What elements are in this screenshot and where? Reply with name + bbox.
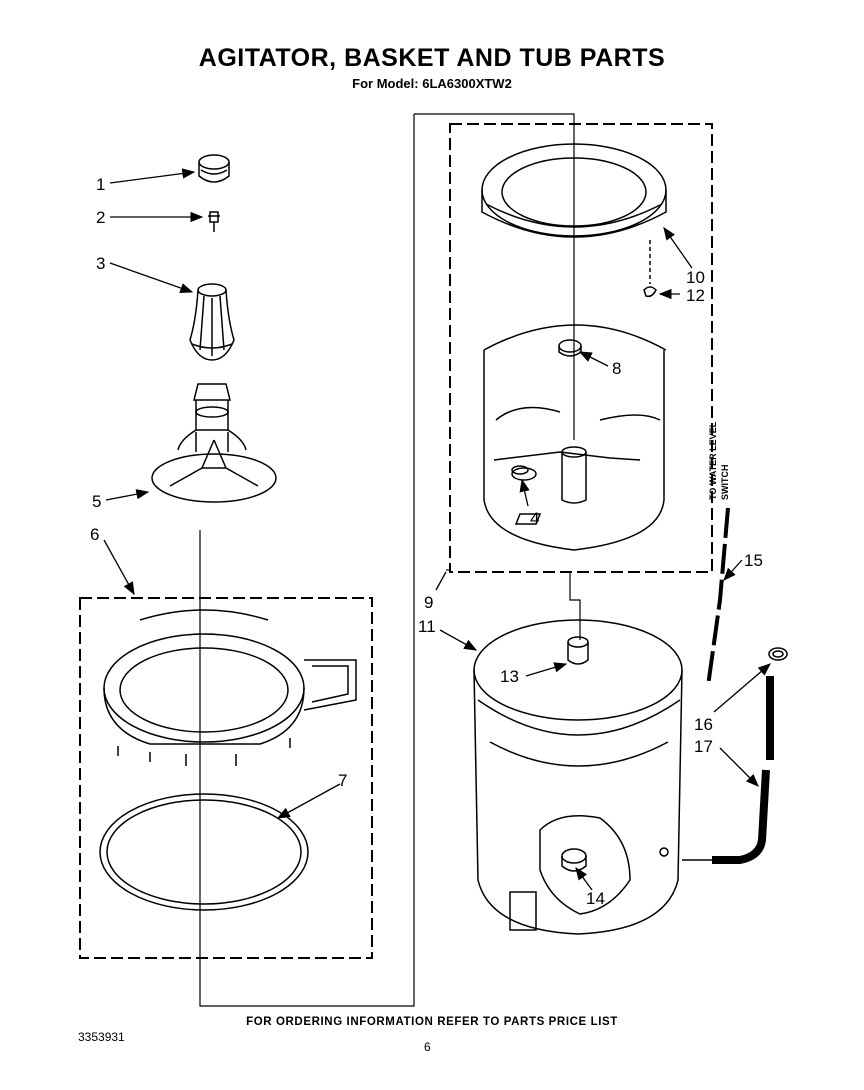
tub-ring-part <box>103 609 357 766</box>
callout-10: 10 <box>686 268 705 287</box>
hose-clamp-part <box>768 647 788 661</box>
callout-15: 15 <box>744 551 763 570</box>
callout-4: 4 <box>530 509 539 528</box>
water-level-hose-part <box>706 507 730 687</box>
ordering-note: FOR ORDERING INFORMATION REFER TO PARTS … <box>246 1016 618 1028</box>
page-title: AGITATOR, BASKET AND TUB PARTS <box>198 44 666 72</box>
wash-basket-part <box>483 324 667 551</box>
balance-ring-part <box>481 143 667 238</box>
callout-7: 7 <box>338 771 347 790</box>
ring-seal-part <box>99 793 309 911</box>
clip-part <box>643 240 657 298</box>
callout-8: 8 <box>612 359 621 378</box>
callout-13: 13 <box>500 667 519 686</box>
outer-tub-part <box>473 619 683 935</box>
callout-6: 6 <box>90 525 99 544</box>
callout-9: 9 <box>424 593 433 612</box>
water-level-switch-note: TO WATER LEVEL SWITCH <box>708 421 730 500</box>
document-number: 3353931 <box>78 1030 125 1044</box>
callout-16: 16 <box>694 715 713 734</box>
group-box-basket <box>449 123 713 573</box>
basket-nut-part <box>558 339 582 357</box>
group-box-tub-ring <box>79 597 373 959</box>
page-number: 6 <box>424 1040 431 1054</box>
callout-2: 2 <box>96 208 105 227</box>
model-subtitle: For Model: 6LA6300XTW2 <box>352 76 512 91</box>
agitator-bolt-part <box>208 211 220 232</box>
callout-5: 5 <box>92 492 101 511</box>
callout-numbers: 1 2 3 4 5 6 7 8 9 10 11 12 13 14 15 16 1… <box>90 175 763 908</box>
agitator-part <box>151 383 277 503</box>
connector-lines <box>199 113 581 1007</box>
tub-grommet-part <box>567 636 589 665</box>
agitator-cam-part <box>189 283 235 361</box>
callout-12: 12 <box>686 286 705 305</box>
callout-1: 1 <box>96 175 105 194</box>
side-note-line2: SWITCH <box>720 465 730 501</box>
side-note-line1: TO WATER LEVEL <box>708 421 718 500</box>
callout-11: 11 <box>418 617 436 636</box>
drive-block-part <box>511 465 529 475</box>
callout-3: 3 <box>96 254 105 273</box>
agitator-cap-part <box>198 154 230 183</box>
tub-seal-part <box>561 848 587 872</box>
callout-14: 14 <box>586 889 605 908</box>
callout-leaders <box>103 168 771 891</box>
drain-hose-part <box>682 676 774 864</box>
callout-17: 17 <box>694 737 713 756</box>
